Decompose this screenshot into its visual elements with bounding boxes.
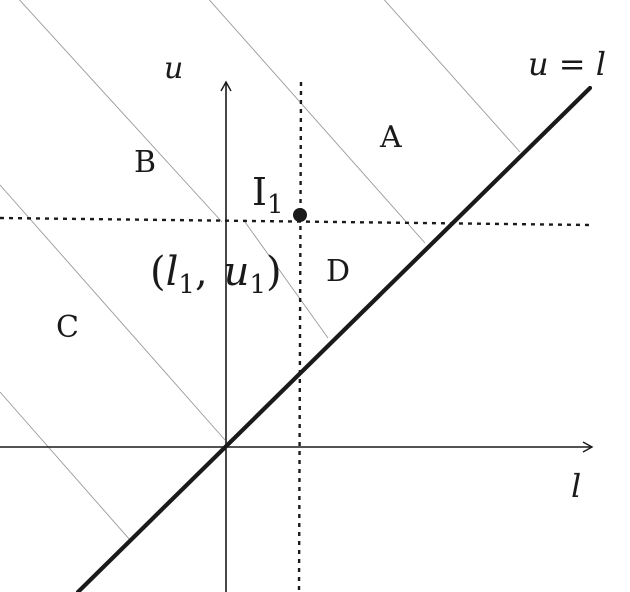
point-label-name: I <box>252 170 267 214</box>
region-label-d: D <box>326 254 350 289</box>
region-label-a: A <box>379 120 402 155</box>
coord-close-paren: ) <box>266 249 282 295</box>
coord-l-subscript: 1 <box>178 270 195 300</box>
hatch-lines <box>0 0 521 541</box>
y-axis-label: u <box>164 51 183 86</box>
hatch-line <box>0 184 226 441</box>
hatch-line <box>0 391 131 541</box>
hatch-line <box>18 0 223 223</box>
diagonal-label: u = l <box>528 45 606 83</box>
coord-u: u <box>224 249 250 295</box>
point-label-subscript: 1 <box>267 190 284 220</box>
x-axis-label: l <box>571 467 581 505</box>
hatch-line <box>208 0 426 244</box>
coord-open-paren: ( <box>150 249 166 295</box>
coord-separator: , <box>195 249 208 295</box>
region-label-b: B <box>134 145 156 180</box>
point-label: I1 <box>252 170 284 220</box>
point-coordinates: (l1,u1) <box>150 249 282 300</box>
hatch-line <box>383 0 521 153</box>
coord-l: l <box>166 249 179 295</box>
hatch-line <box>244 221 329 339</box>
diagonal-line <box>75 85 593 592</box>
coord-u-subscript: 1 <box>249 270 266 300</box>
region-label-c: C <box>56 310 79 345</box>
vertical-dotted-line <box>297 81 303 592</box>
point-i1 <box>293 208 307 222</box>
